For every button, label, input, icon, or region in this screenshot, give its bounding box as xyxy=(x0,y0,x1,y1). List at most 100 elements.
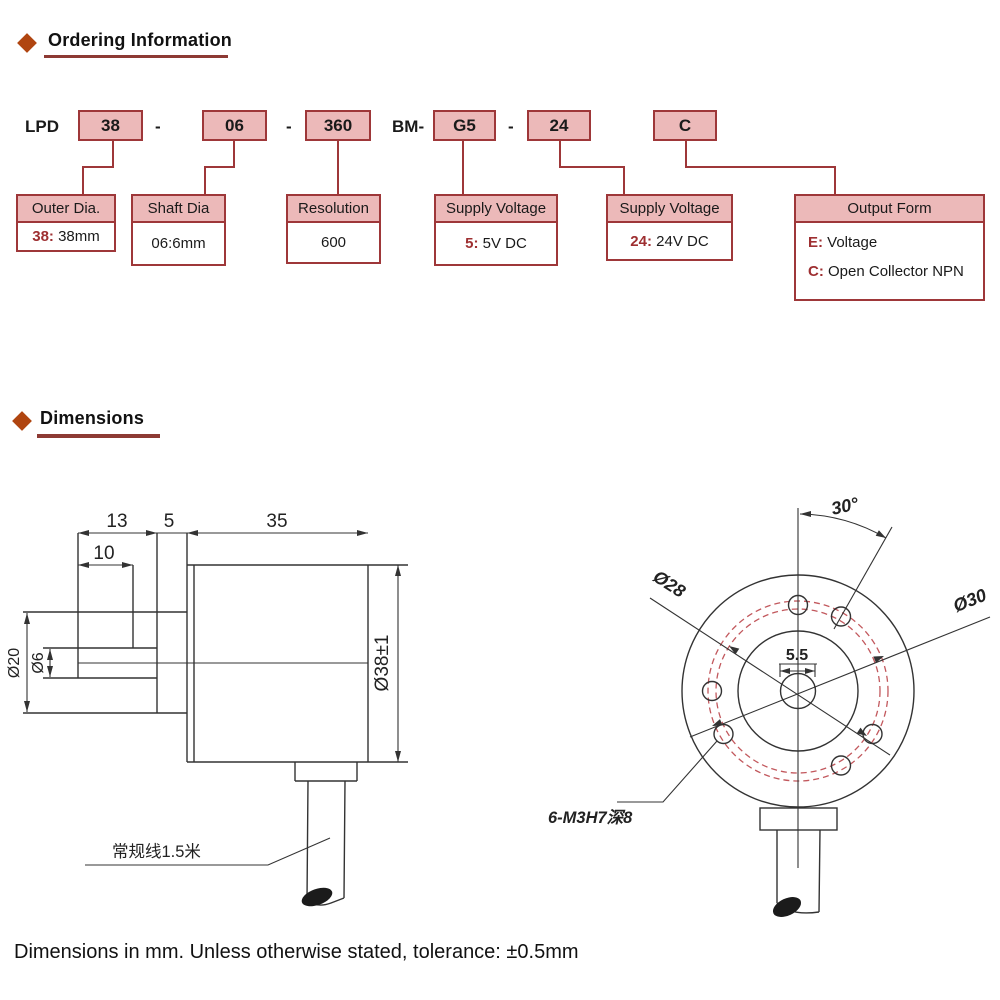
field-resolution-rest: 600 xyxy=(320,234,347,251)
dim-dia20 xyxy=(24,613,30,712)
field-output-form-value: E: Voltage C: Open Collector NPN xyxy=(796,223,983,299)
connector-5-h xyxy=(559,166,625,168)
field-supply-voltage-24-label: Supply Voltage xyxy=(608,196,731,223)
connector-1-v2 xyxy=(82,166,84,194)
shaft-outline xyxy=(43,533,157,679)
cable-note-label: 常规线1.5米 xyxy=(112,842,201,861)
output-option-npn: C: Open Collector NPN xyxy=(808,263,964,280)
connector-2-h xyxy=(204,166,235,168)
field-outer-dia-code: 38: xyxy=(32,228,54,245)
field-supply-voltage-24-code: 24: xyxy=(630,232,652,250)
part-separator-1: - xyxy=(155,117,161,136)
field-supply-voltage-5-value: 5: 5V DC xyxy=(436,223,556,264)
field-supply-voltage-5-rest: 5V DC xyxy=(478,235,527,252)
part-box-resolution: 360 xyxy=(305,110,371,141)
front-cable-boss xyxy=(759,807,838,831)
dim-label-dia38: Ø38±1 xyxy=(372,635,393,692)
part-infix: BM- xyxy=(392,117,425,136)
front-view xyxy=(617,508,991,917)
dim-dia6 xyxy=(47,649,53,677)
cable-leader-line xyxy=(85,837,331,866)
dim-label-dia20: Ø20 xyxy=(6,648,23,678)
front-cable-end xyxy=(772,897,802,917)
side-view xyxy=(23,530,408,907)
dim-label-30deg: 30° xyxy=(829,493,861,518)
output-option-voltage-code: E: xyxy=(808,234,823,251)
dim-dia38 xyxy=(395,565,401,762)
section-bullet-diamond-icon xyxy=(17,33,37,53)
dimensions-title-underline xyxy=(37,434,160,438)
field-supply-voltage-24: Supply Voltage 24: 24V DC xyxy=(606,194,733,261)
output-option-npn-rest: Open Collector NPN xyxy=(823,263,964,280)
thread-note-leader xyxy=(617,740,718,803)
ordering-section-title: Ordering Information xyxy=(48,30,232,50)
part-box-voltage-g5: G5 xyxy=(433,110,496,141)
body-outline xyxy=(186,533,408,763)
part-prefix: LPD xyxy=(25,117,59,136)
field-supply-voltage-5-code: 5: xyxy=(465,235,479,252)
field-resolution-value: 600 xyxy=(288,223,379,262)
field-outer-dia-label: Outer Dia. xyxy=(18,196,114,223)
connector-1-v xyxy=(112,141,114,168)
part-separator-2: - xyxy=(286,117,292,136)
connector-2-v xyxy=(233,141,235,168)
part-separator-3: - xyxy=(508,117,514,136)
dim-13-5-35 xyxy=(78,530,368,536)
connector-6-v xyxy=(685,141,687,168)
field-shaft-dia-value: 06:6mm xyxy=(133,223,224,264)
connector-6-v2 xyxy=(834,166,836,194)
connector-3-v xyxy=(337,141,339,194)
field-shaft-dia-label: Shaft Dia xyxy=(133,196,224,223)
field-resolution: Resolution 600 xyxy=(286,194,381,264)
connector-4-v xyxy=(462,141,464,194)
dim-10 xyxy=(78,562,133,568)
field-supply-voltage-24-value: 24: 24V DC xyxy=(608,223,731,259)
field-shaft-dia: Shaft Dia 06:6mm xyxy=(131,194,226,266)
connector-1-h xyxy=(82,166,114,168)
dim-dia28-leader xyxy=(649,597,891,756)
dim-label-5p5: 5.5 xyxy=(786,647,808,664)
field-output-form: Output Form E: Voltage C: Open Collector… xyxy=(794,194,985,301)
dimensions-section-title: Dimensions xyxy=(40,408,145,428)
ordering-title-underline xyxy=(44,55,228,58)
side-cable xyxy=(306,780,346,906)
dim-label-35: 35 xyxy=(266,511,287,532)
connector-5-v xyxy=(559,141,561,168)
field-shaft-dia-rest: 06:6mm xyxy=(151,235,206,252)
side-cable-end xyxy=(301,887,333,907)
part-box-output-form: C xyxy=(653,110,717,141)
dim-label-13: 13 xyxy=(106,511,127,532)
part-box-outer-dia: 38 xyxy=(78,110,143,141)
dim-5p5 xyxy=(779,663,817,677)
field-supply-voltage-5: Supply Voltage 5: 5V DC xyxy=(434,194,558,266)
thread-note-label: 6-M3H7深8 xyxy=(548,808,633,827)
connector-5-v2 xyxy=(623,166,625,194)
section-bullet-diamond-icon-2 xyxy=(12,411,32,431)
connector-6-h xyxy=(685,166,836,168)
field-outer-dia: Outer Dia. 38: 38mm xyxy=(16,194,116,252)
field-outer-dia-value: 38: 38mm xyxy=(18,223,114,250)
field-supply-voltage-24-rest: 24V DC xyxy=(651,232,709,250)
output-option-voltage: E: Voltage xyxy=(808,234,877,251)
flange-outline xyxy=(23,533,187,714)
field-supply-voltage-5-label: Supply Voltage xyxy=(436,196,556,223)
technical-drawing: 13 5 35 10 Ø20 Ø6 Ø38±1 常规线1.5米 xyxy=(6,493,991,917)
field-output-form-label: Output Form xyxy=(796,196,983,223)
part-box-voltage-24: 24 xyxy=(527,110,591,141)
output-option-voltage-rest: Voltage xyxy=(823,234,878,251)
dim-label-5: 5 xyxy=(164,511,175,532)
dim-30deg xyxy=(799,511,893,630)
tolerance-note: Dimensions in mm. Unless otherwise state… xyxy=(14,941,579,963)
dim-dia30-leader xyxy=(689,616,991,738)
dim-label-dia28: Ø28 xyxy=(650,566,689,601)
dim-label-10: 10 xyxy=(93,543,114,564)
mounting-holes xyxy=(701,594,883,776)
side-cable-boss xyxy=(294,762,358,782)
connector-2-v2 xyxy=(204,166,206,194)
dim-label-dia30: Ø30 xyxy=(950,585,989,616)
field-resolution-label: Resolution xyxy=(288,196,379,223)
dim-label-dia6: Ø6 xyxy=(30,652,47,673)
part-box-shaft-dia: 06 xyxy=(202,110,267,141)
field-outer-dia-rest: 38mm xyxy=(53,228,100,245)
